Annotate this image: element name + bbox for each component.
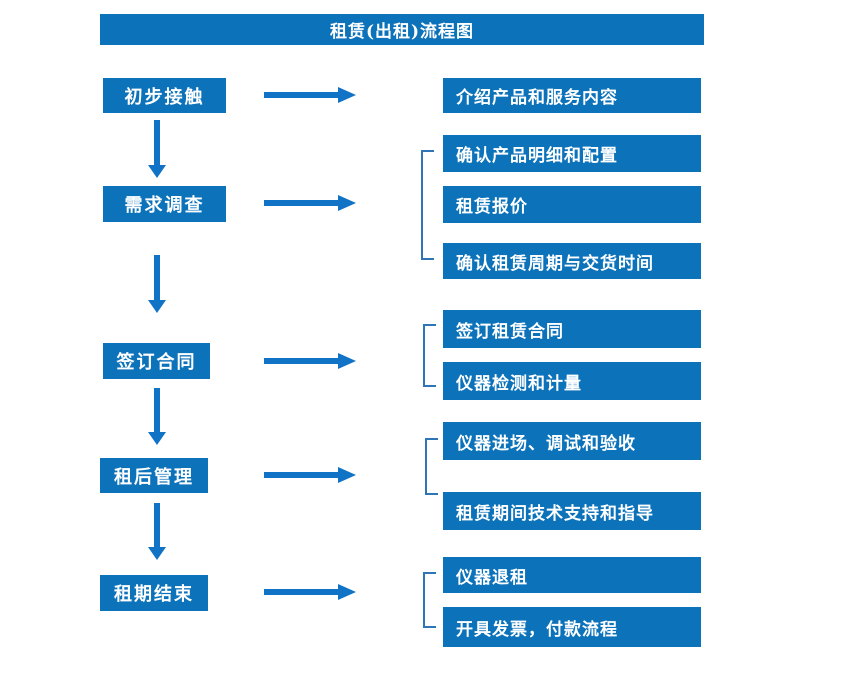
detail-box-instrument-return: 仪器退租 bbox=[443, 557, 701, 593]
arrow-right-icon bbox=[264, 584, 356, 600]
step-box-post-rental-management: 租后管理 bbox=[100, 458, 208, 493]
step-box-rental-end: 租期结束 bbox=[100, 575, 208, 611]
group-bracket-icon bbox=[421, 150, 434, 260]
detail-box-sign-rental-contract: 签订租赁合同 bbox=[443, 310, 701, 348]
detail-box-confirm-product-config: 确认产品明细和配置 bbox=[443, 135, 701, 172]
step-box-demand-survey: 需求调查 bbox=[103, 186, 226, 222]
detail-box-instrument-testing: 仪器检测和计量 bbox=[443, 362, 701, 400]
step-label: 租期结束 bbox=[114, 584, 194, 605]
arrow-head bbox=[148, 300, 166, 313]
arrow-stem bbox=[154, 255, 160, 300]
detail-box-introduce-products: 介绍产品和服务内容 bbox=[443, 78, 701, 113]
detail-label: 开具发票，付款流程 bbox=[456, 619, 618, 640]
arrow-stem bbox=[264, 358, 339, 364]
arrow-right-icon bbox=[264, 353, 356, 369]
arrow-head bbox=[338, 87, 356, 103]
arrow-stem bbox=[154, 503, 160, 547]
detail-label: 确认产品明细和配置 bbox=[456, 146, 618, 166]
detail-label: 确认租赁周期与交货时间 bbox=[456, 253, 654, 274]
arrow-right-icon bbox=[264, 87, 356, 103]
arrow-head bbox=[148, 432, 166, 445]
arrow-down-icon bbox=[148, 255, 166, 313]
arrow-stem bbox=[264, 472, 339, 478]
arrow-head bbox=[338, 195, 356, 211]
title-bar: 租赁(出租)流程图 bbox=[100, 14, 704, 45]
group-bracket-icon bbox=[425, 438, 438, 495]
detail-box-technical-support: 租赁期间技术支持和指导 bbox=[443, 492, 701, 530]
step-box-sign-contract: 签订合同 bbox=[103, 343, 210, 379]
detail-label: 签订租赁合同 bbox=[456, 321, 564, 342]
detail-label: 仪器退租 bbox=[456, 567, 528, 588]
arrow-stem bbox=[264, 589, 339, 595]
group-bracket-icon bbox=[423, 572, 436, 628]
detail-label: 介绍产品和服务内容 bbox=[456, 88, 618, 108]
arrow-stem bbox=[154, 388, 160, 432]
detail-label: 租赁期间技术支持和指导 bbox=[456, 503, 654, 524]
arrow-down-icon bbox=[148, 388, 166, 445]
arrow-stem bbox=[264, 92, 339, 98]
arrow-right-icon bbox=[264, 467, 356, 483]
arrow-head bbox=[148, 547, 166, 560]
detail-box-instrument-entry-acceptance: 仪器进场、调试和验收 bbox=[443, 422, 701, 460]
arrow-head bbox=[338, 467, 356, 483]
step-label: 初步接触 bbox=[124, 86, 205, 108]
step-label: 需求调查 bbox=[124, 195, 205, 216]
arrow-head bbox=[148, 165, 166, 178]
step-box-initial-contact: 初步接触 bbox=[103, 78, 226, 113]
step-label: 签订合同 bbox=[116, 352, 197, 373]
arrow-stem bbox=[154, 120, 160, 165]
step-label: 租后管理 bbox=[114, 466, 194, 488]
arrow-stem bbox=[264, 200, 339, 206]
detail-box-invoice-payment: 开具发票，付款流程 bbox=[443, 607, 701, 647]
detail-box-rental-quotation: 租赁报价 bbox=[443, 186, 701, 223]
page-title: 租赁(出租)流程图 bbox=[329, 22, 475, 42]
group-bracket-icon bbox=[423, 324, 436, 387]
detail-box-confirm-period-delivery: 确认租赁周期与交货时间 bbox=[443, 243, 701, 279]
arrow-head bbox=[338, 584, 356, 600]
arrow-right-icon bbox=[264, 195, 356, 211]
detail-label: 仪器检测和计量 bbox=[456, 373, 582, 394]
detail-label: 租赁报价 bbox=[456, 197, 528, 217]
arrow-down-icon bbox=[148, 503, 166, 560]
detail-label: 仪器进场、调试和验收 bbox=[456, 433, 636, 454]
arrow-head bbox=[338, 353, 356, 369]
arrow-down-icon bbox=[148, 120, 166, 178]
